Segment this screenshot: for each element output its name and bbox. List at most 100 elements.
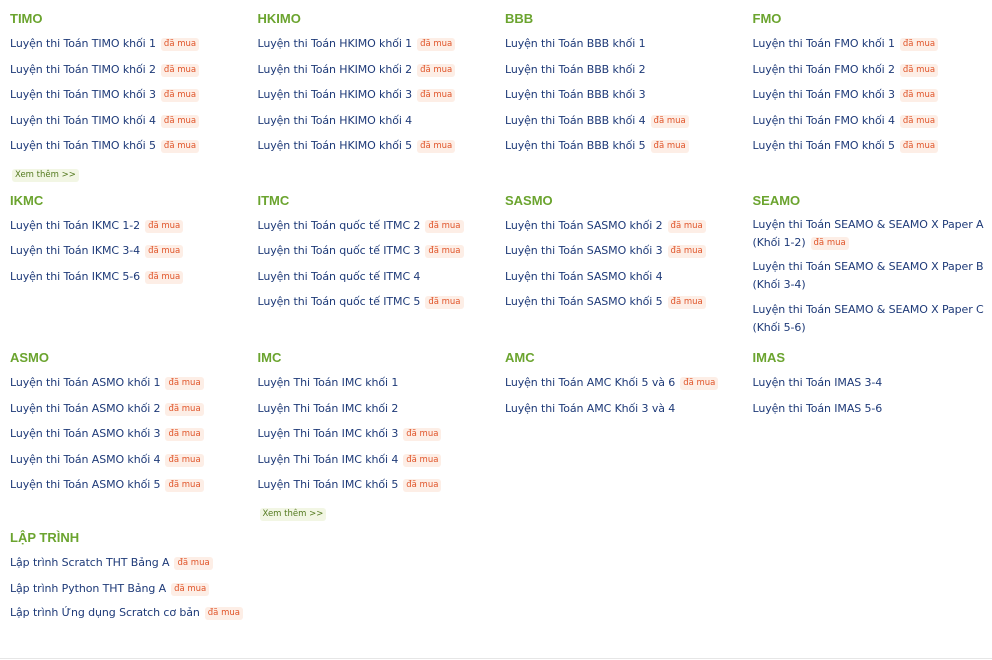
course-item[interactable]: Luyện thi Toán BBB khối 2 xyxy=(505,60,743,79)
course-item[interactable]: Luyện Thi Toán IMC khối 2 xyxy=(258,399,496,418)
course-link[interactable]: Luyện thi Toán BBB khối 2 xyxy=(505,62,646,76)
course-link[interactable]: Luyện thi Toán ASMO khối 1 xyxy=(10,376,161,389)
course-link[interactable]: Luyện thi Toán SASMO khối 5 xyxy=(505,295,663,308)
course-link[interactable]: Luyện thi Toán TIMO khối 4 xyxy=(10,113,156,127)
course-item[interactable]: Luyện Thi Toán IMC khối 1 xyxy=(258,373,496,392)
course-link[interactable]: Luyện thi Toán TIMO khối 2 xyxy=(10,62,156,76)
course-link[interactable]: Lập trình Ứng dụng Scratch cơ bản xyxy=(10,606,200,619)
course-link[interactable]: Luyện thi Toán AMC Khối 5 và 6 xyxy=(505,376,676,389)
course-link[interactable]: Luyện thi Toán TIMO khối 1 xyxy=(10,37,156,50)
course-link[interactable]: Luyện thi Toán FMO khối 4 xyxy=(752,113,895,127)
course-link[interactable]: Luyện thi Toán SEAMO & SEAMO X Paper A (… xyxy=(752,217,984,249)
course-item[interactable]: Luyện thi Toán IMAS 3-4 xyxy=(753,373,991,392)
course-link[interactable]: Luyện thi Toán IKMC 5-6 xyxy=(10,269,141,283)
course-link[interactable]: Luyện thi Toán FMO khối 1 xyxy=(752,37,895,50)
course-link[interactable]: Luyện thi Toán IMAS 3-4 xyxy=(752,376,883,389)
course-item[interactable]: Luyện thi Toán SEAMO & SEAMO X Paper B (… xyxy=(753,258,991,294)
course-item[interactable]: Luyện thi Toán AMC Khối 3 và 4 xyxy=(505,399,743,418)
course-link[interactable]: Luyện thi Toán IMAS 5-6 xyxy=(752,401,883,415)
course-link[interactable]: Luyện thi Toán SEAMO & SEAMO X Paper B (… xyxy=(752,260,984,291)
course-link[interactable]: Luyện thi Toán HKIMO khối 4 xyxy=(257,113,413,127)
see-more-button[interactable]: Xem thêm >> xyxy=(259,507,327,521)
course-link[interactable]: Luyện thi Toán HKIMO khối 3 xyxy=(257,88,413,101)
course-link[interactable]: Luyện thi Toán quốc tế ITMC 3 xyxy=(257,244,421,257)
course-link[interactable]: Luyện Thi Toán IMC khối 2 xyxy=(257,401,399,415)
course-link[interactable]: Luyện thi Toán TIMO khối 3 xyxy=(10,88,156,101)
course-link[interactable]: Luyện thi Toán IKMC 3-4 xyxy=(10,244,141,257)
course-link[interactable]: Luyện thi Toán ASMO khối 2 xyxy=(10,401,161,415)
course-link[interactable]: Luyện thi Toán IKMC 1-2 xyxy=(10,218,141,232)
course-link[interactable]: Luyện thi Toán BBB khối 5 xyxy=(505,139,646,152)
course-item[interactable]: Luyện thi Toán IMAS 5-6 xyxy=(753,399,991,418)
course-link[interactable]: Luyện thi Toán HKIMO khối 2 xyxy=(257,62,413,76)
course-item[interactable]: Luyện thi Toán quốc tế ITMC 4 xyxy=(258,267,496,286)
course-link[interactable]: Luyện thi Toán SEAMO & SEAMO X Paper C (… xyxy=(752,302,984,334)
course-link[interactable]: Luyện thi Toán HKIMO khối 5 xyxy=(257,139,413,152)
course-link[interactable]: Luyện thi Toán BBB khối 1 xyxy=(505,37,646,50)
course-item[interactable]: Luyện thi Toán SEAMO & SEAMO X Paper C (… xyxy=(753,301,991,337)
course-link[interactable]: Luyện thi Toán quốc tế ITMC 5 xyxy=(257,295,421,308)
course-link[interactable]: Luyện thi Toán BBB khối 4 xyxy=(505,113,646,127)
course-link[interactable]: Luyện thi Toán quốc tế ITMC 2 xyxy=(257,218,421,232)
course-item[interactable]: Luyện thi Toán SEAMO & SEAMO X Paper A (… xyxy=(753,216,991,252)
course-item[interactable]: Luyện thi Toán SASMO khối 4 xyxy=(505,267,743,286)
course-item[interactable]: Luyện thi Toán BBB khối 1 xyxy=(505,34,743,53)
course-link[interactable]: Luyện thi Toán FMO khối 3 xyxy=(752,88,895,101)
course-link[interactable]: Luyện Thi Toán IMC khối 5 xyxy=(257,478,399,491)
course-link[interactable]: Luyện thi Toán AMC Khối 3 và 4 xyxy=(505,401,676,415)
course-item[interactable]: Luyện thi Toán HKIMO khối 4 xyxy=(258,111,496,130)
course-link[interactable]: Luyện Thi Toán IMC khối 1 xyxy=(257,376,399,389)
course-link[interactable]: Luyện thi Toán SASMO khối 2 xyxy=(505,218,663,232)
course-link[interactable]: Lập trình Scratch THT Bảng A xyxy=(10,556,170,569)
course-link[interactable]: Luyện thi Toán HKIMO khối 1 xyxy=(257,37,413,50)
see-more-button[interactable]: Xem thêm >> xyxy=(12,168,79,182)
course-link[interactable]: Luyện thi Toán ASMO khối 5 xyxy=(10,478,161,491)
course-item[interactable]: Luyện thi Toán BBB khối 3 xyxy=(505,85,743,104)
course-link[interactable]: Luyện thi Toán TIMO khối 5 xyxy=(10,139,156,152)
course-link[interactable]: Luyện thi Toán ASMO khối 3 xyxy=(10,427,161,440)
course-link[interactable]: Luyện thi Toán quốc tế ITMC 4 xyxy=(257,269,421,283)
course-link[interactable]: Luyện thi Toán ASMO khối 4 xyxy=(10,452,161,466)
course-link[interactable]: Luyện thi Toán FMO khối 2 xyxy=(752,62,895,76)
course-link[interactable]: Luyện Thi Toán IMC khối 3 xyxy=(257,427,399,440)
course-link[interactable]: Lập trình Python THT Bảng A xyxy=(10,581,167,595)
course-link[interactable]: Luyện thi Toán FMO khối 5 xyxy=(752,139,895,152)
course-link[interactable]: Luyện thi Toán SASMO khối 4 xyxy=(505,269,663,283)
